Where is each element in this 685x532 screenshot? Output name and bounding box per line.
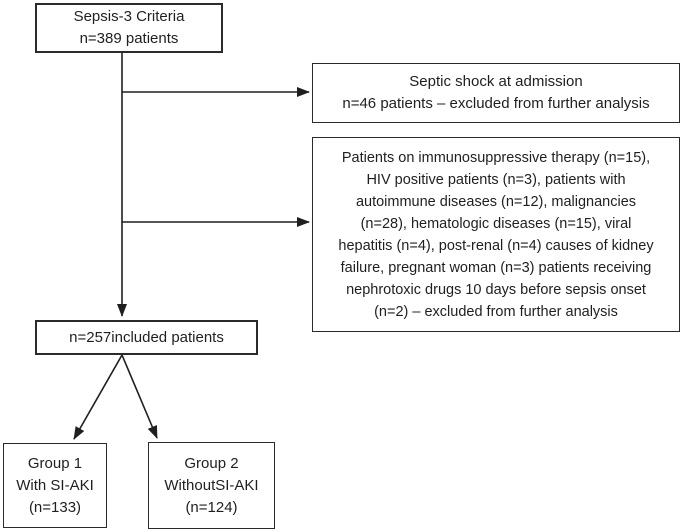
group2-title: Group 2 [184,454,239,472]
box-group1-with-si-aki: Group 1 With SI-AKI (n=133) [3,443,107,528]
exclusions-line: HIV positive patients (n=3), patients wi… [366,171,626,188]
arrow-included-to-group1 [73,354,123,440]
included-patients-count: n=257included patients [69,328,224,346]
group2-count: (n=124) [185,498,238,516]
group1-subtitle: With SI-AKI [16,476,94,494]
box-other-exclusions: Patients on immunosuppressive therapy (n… [312,137,680,332]
sepsis-criteria-count: n=389 patients [79,30,179,47]
box-sepsis-criteria: Sepsis-3 Criteria n=389 patients [35,3,223,53]
septic-shock-count: n=46 patients – excluded from further an… [342,95,650,112]
exclusions-line: failure, pregnant woman (n=3) patients r… [340,259,652,276]
group1-count: (n=133) [28,498,82,516]
septic-shock-title: Septic shock at admission [409,73,583,90]
box-group2-without-si-aki: Group 2 WithoutSI-AKI (n=124) [148,442,275,529]
box-included-patients: n=257included patients [35,320,258,355]
arrow-included-to-group2 [121,354,158,439]
group1-title: Group 1 [27,454,83,472]
exclusions-line: hepatitis (n=4), post-renal (n=4) causes… [338,237,654,254]
sepsis-criteria-title: Sepsis-3 Criteria [73,8,185,25]
exclusions-line: Patients on immunosuppressive therapy (n… [341,149,651,166]
exclusions-line: nephrotoxic drugs 10 days before sepsis … [346,281,646,298]
exclusions-line: (n=2) – excluded from further analysis [374,303,618,320]
exclusions-line: (n=28), hematologic diseases (n=15), vir… [360,215,632,232]
exclusions-line: autoimmune diseases (n=12), malignancies [355,193,637,210]
group2-subtitle: WithoutSI-AKI [164,476,259,494]
box-septic-shock-excluded: Septic shock at admission n=46 patients … [312,63,680,123]
